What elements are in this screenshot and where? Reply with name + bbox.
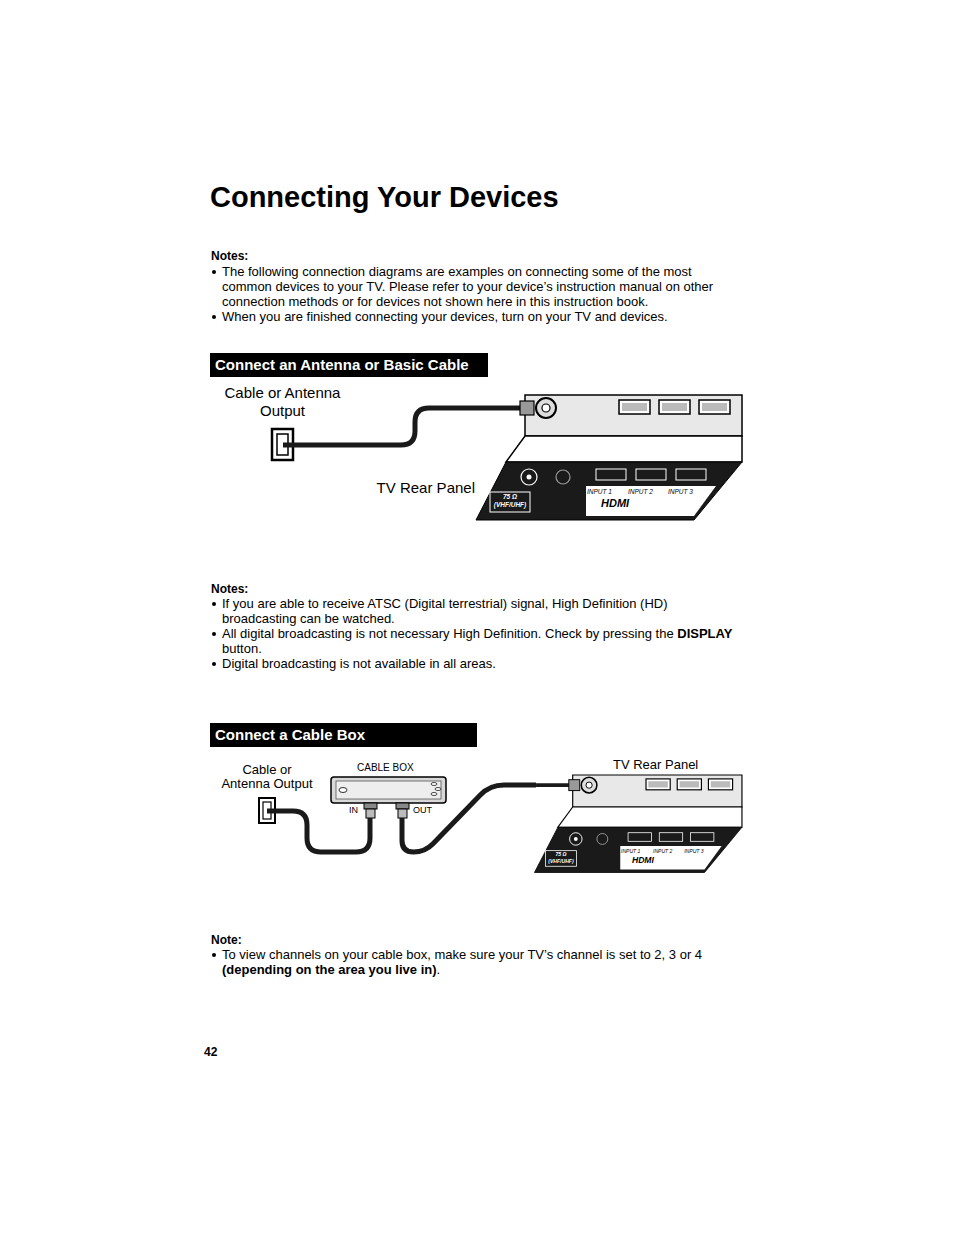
node-label: CABLE BOX [357,762,414,774]
coax-cable [275,811,370,852]
bullet-note: If you are able to receive ATSC (Digital… [222,596,737,626]
note-text: DISPLAY [677,626,732,641]
section-band: Connect an Antenna or Basic Cable [210,353,488,377]
wall-outlet: Cable or Antenna Output [259,798,275,823]
note-text: (depending on the area you live in) [222,962,437,977]
note-text: Notes: [211,249,248,263]
input-label: INPUT 2 [628,488,653,496]
note-text: button. [222,641,262,656]
node-label: Cable or Antenna Output [218,384,348,420]
band-title: Connect a Cable Box [215,726,365,743]
bullet-dot [212,270,216,274]
bullet-dot [212,953,216,957]
node-label: IN [349,805,358,816]
bullet-dot [212,602,216,606]
input-label: INPUT 2 [653,848,672,854]
note-text: . [437,962,441,977]
input-label: INPUT 1 [621,848,640,854]
note-text: Digital broadcasting is not available in… [222,656,496,671]
notes-heading: Note: [211,933,242,948]
connector-label: 75 Ω (VHF/UHF) [491,493,529,509]
input-label: INPUT 3 [684,848,703,854]
note-text: To view channels on your cable box, make… [222,947,702,962]
hdmi-logo: HDMI [632,855,654,865]
note-text: Note: [211,933,242,947]
note-text: The following connection diagrams are ex… [222,264,713,309]
node-label: Cable or Antenna Output [217,763,317,791]
band-title: Connect an Antenna or Basic Cable [215,356,469,373]
cable-box: CABLE BOXINOUT [331,777,446,818]
node-label: OUT [413,805,432,816]
coax-cable [402,785,536,852]
note-text: 42 [204,1045,217,1059]
node-label: TV Rear Panel [375,479,475,497]
notes-heading: Notes: [211,249,248,264]
input-label: INPUT 3 [668,488,693,496]
node-label: TV Rear Panel [613,757,698,772]
bullet-dot [212,632,216,636]
hdmi-logo: HDMI [601,497,629,510]
note-text: All digital broadcasting is not necessar… [222,626,674,641]
connector-label: 75 Ω (VHF/UHF) [546,851,576,863]
wall-outlet: Cable or Antenna Output [272,429,293,460]
note-text: Notes: [211,582,248,596]
notes-heading: Notes: [211,582,248,597]
input-label: INPUT 1 [587,488,612,496]
tv-rear-panel: TV Rear Panel75 Ω (VHF/UHF)INPUT 1INPUT … [536,775,742,873]
bullet-dot [212,662,216,666]
bullet-note: All digital broadcasting is not necessar… [222,626,737,656]
coax-cable [293,408,478,445]
bullet-dot [212,315,216,319]
page-title: Connecting Your Devices [210,180,559,214]
bullet-note: The following connection diagrams are ex… [222,264,737,309]
bullet-note: To view channels on your cable box, make… [222,947,737,977]
page-number: 42 [204,1045,217,1060]
bullet-note: Digital broadcasting is not available in… [222,656,737,671]
section-band: Connect a Cable Box [210,723,477,747]
note-text: When you are finished connecting your de… [222,309,668,324]
tv-rear-panel: TV Rear Panel75 Ω (VHF/UHF)INPUT 1INPUT … [478,395,742,520]
note-text: If you are able to receive ATSC (Digital… [222,596,668,626]
bullet-note: When you are finished connecting your de… [222,309,737,324]
